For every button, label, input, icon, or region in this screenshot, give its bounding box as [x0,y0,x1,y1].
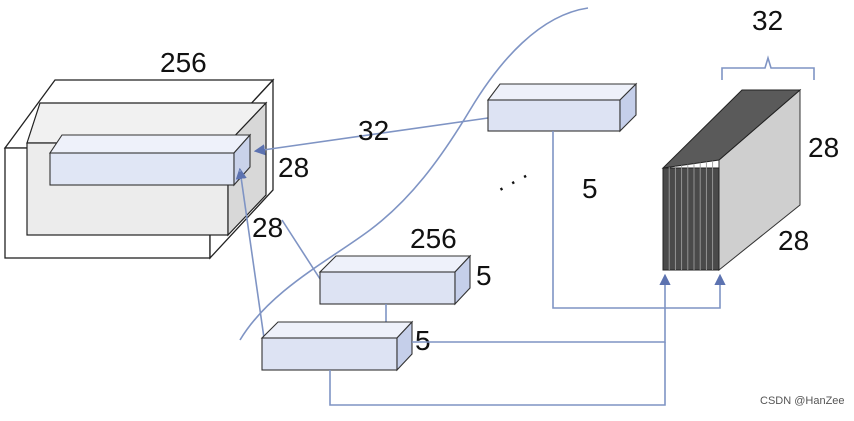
connector-line [235,167,265,339]
input-volume [3,78,275,260]
output-depth-label: 32 [752,5,783,36]
filter-middle [318,254,472,306]
filter-mid-depth-label: 256 [410,223,457,254]
watermark: CSDN @HanZee [760,395,845,407]
input-width-label: 28 [252,212,283,243]
output-height-label: 28 [808,132,839,163]
filter-mid-size-label: 5 [476,260,492,291]
filter-top-size-label: 5 [582,173,598,204]
output-volume [661,88,802,272]
filter-bottom [260,320,414,372]
input-height-label: 28 [278,152,309,183]
ellipsis: . . . [489,157,531,196]
connector-line [552,131,726,309]
output-depth-brace [721,55,815,80]
connector-line [253,117,489,156]
connector-line [329,342,666,406]
decorative-curve [239,7,589,341]
output-width-label: 28 [778,225,809,256]
output-slices [668,160,714,270]
input-depth-label: 256 [160,47,207,78]
filter-bottom-size-label: 5 [415,325,431,356]
filter-top [486,82,638,133]
connector-line [281,219,323,283]
filter-count-label: 32 [358,115,389,146]
